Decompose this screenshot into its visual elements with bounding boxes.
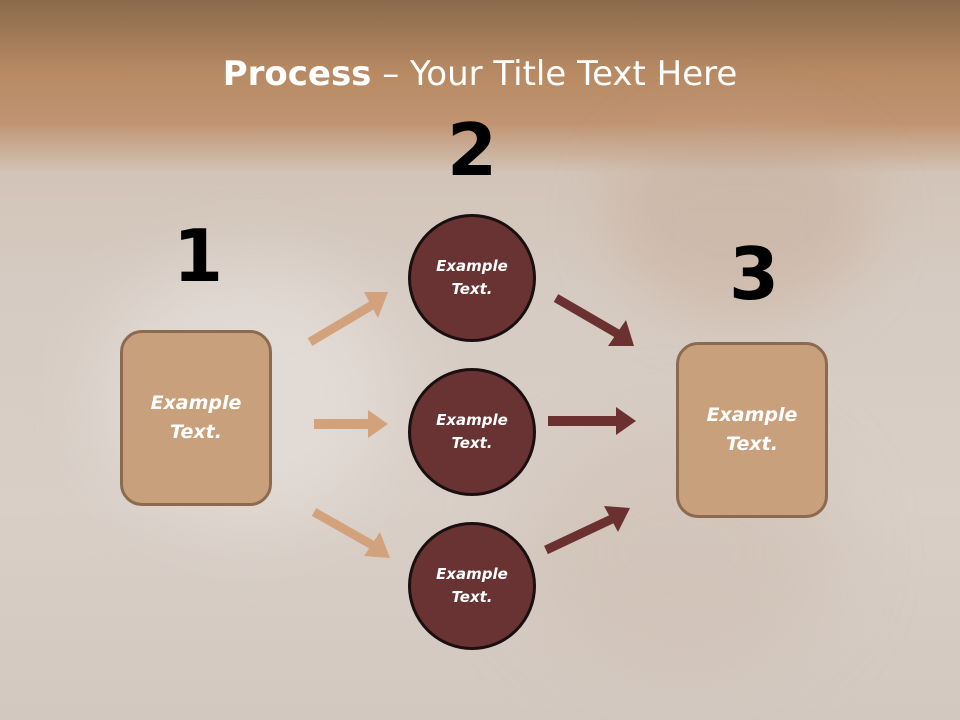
circle-middle: Example Text. — [408, 368, 536, 496]
step-number-3: 3 — [728, 232, 780, 316]
circle-top: Example Text. — [408, 214, 536, 342]
left-box: Example Text. — [120, 330, 272, 506]
arrow-left-to-top — [307, 300, 377, 346]
title-rest: – Your Title Text Here — [371, 54, 738, 94]
circle-top-text: Example Text. — [436, 257, 508, 298]
arrow-left-to-bottom — [311, 508, 377, 550]
arrow-bottom-to-right-head — [604, 506, 630, 532]
title-bold: Process — [222, 54, 372, 94]
right-box-text: Example Text. — [706, 404, 798, 455]
arrow-top-to-right — [553, 294, 621, 338]
arrow-top-to-right-head — [608, 320, 634, 346]
circle-bottom-text: Example Text. — [436, 565, 508, 606]
arrow-left-to-bottom-head — [364, 532, 390, 558]
step-number-2: 2 — [446, 108, 498, 192]
circle-middle-text: Example Text. — [436, 411, 508, 452]
left-box-text: Example Text. — [150, 392, 242, 443]
arrow-middle-to-right-head — [616, 407, 636, 435]
background-shape — [610, 120, 870, 320]
circle-bottom: Example Text. — [408, 522, 536, 650]
right-box: Example Text. — [676, 342, 828, 518]
arrow-left-to-middle-head — [368, 410, 388, 438]
arrow-left-to-top-head — [364, 292, 388, 318]
arrow-bottom-to-right — [544, 513, 616, 555]
step-number-1: 1 — [172, 214, 224, 298]
slide-title: Process – Your Title Text Here — [0, 52, 960, 96]
